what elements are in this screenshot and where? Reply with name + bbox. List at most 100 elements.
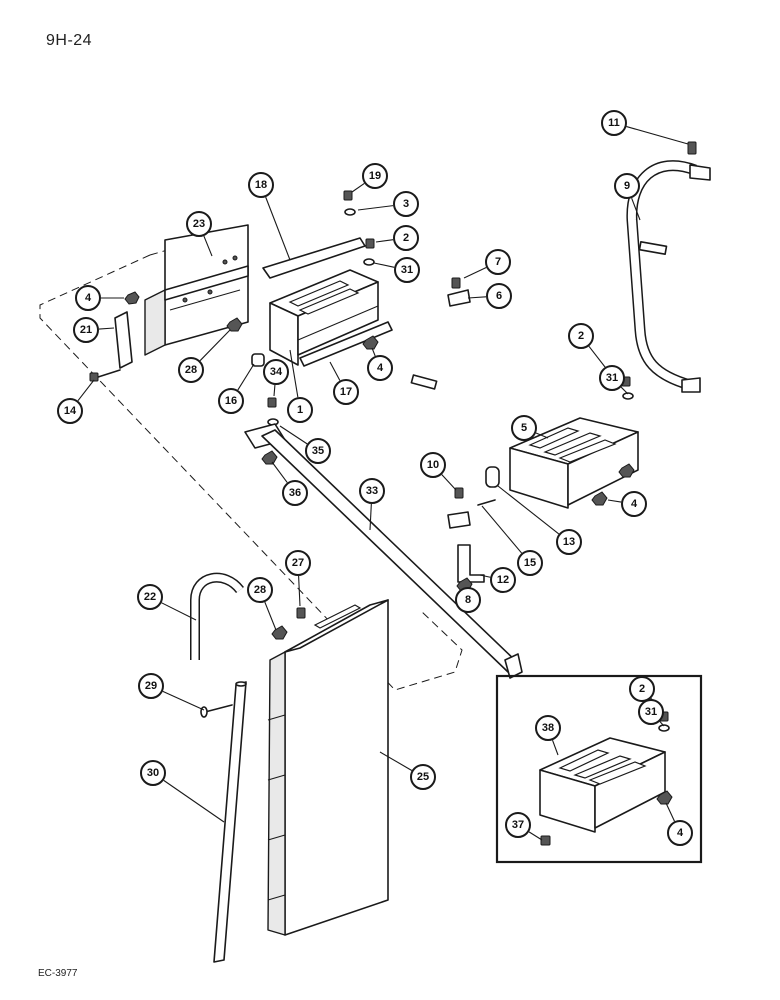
callout-circle-38 — [535, 715, 561, 741]
callout-circle-1 — [287, 397, 313, 423]
callout-circle-4 — [75, 285, 101, 311]
callout-circle-17 — [333, 379, 359, 405]
leader-line-16 — [237, 363, 255, 391]
callout-label-16: 16 — [225, 395, 237, 407]
leader-line-27 — [298, 575, 301, 607]
leader-lines — [77, 126, 689, 841]
leader-line-21 — [98, 327, 115, 330]
leader-line-5 — [535, 432, 549, 439]
callout-label-10: 10 — [427, 459, 439, 471]
leader-line-29 — [162, 690, 205, 711]
callout-label-29: 29 — [145, 680, 157, 692]
callout-circle-6 — [486, 283, 512, 309]
callout-4: 4 — [367, 355, 393, 381]
mounting-bracket-23 — [144, 224, 249, 356]
callout-circle-31 — [638, 699, 664, 725]
callout-29: 29 — [138, 673, 164, 699]
nut-4-left — [124, 291, 140, 305]
callout-label-25: 25 — [417, 771, 429, 783]
ladder-panel-25 — [267, 599, 389, 936]
callout-18: 18 — [248, 172, 274, 198]
step-box-1 — [269, 269, 379, 366]
callout-22: 22 — [137, 584, 163, 610]
callout-31: 31 — [599, 365, 625, 391]
inset-frame — [495, 674, 703, 864]
nut-4-mid — [362, 335, 379, 350]
callout-circle-8 — [455, 587, 481, 613]
step-box-38 — [539, 737, 666, 833]
leader-line-22 — [161, 602, 197, 621]
tube-30 — [213, 681, 247, 963]
step-box-5 — [509, 417, 639, 509]
callout-label-37: 37 — [512, 819, 524, 831]
callout-2: 2 — [629, 676, 655, 702]
callout-label-6: 6 — [496, 290, 502, 302]
callout-label-31: 31 — [645, 706, 657, 718]
callout-2: 2 — [568, 323, 594, 349]
leader-line-30 — [163, 779, 225, 823]
leader-line-34 — [273, 384, 276, 397]
callout-30: 30 — [140, 760, 166, 786]
callout-circle-12 — [490, 567, 516, 593]
leader-line-6 — [467, 296, 487, 299]
callout-6: 6 — [486, 283, 512, 309]
callout-4: 4 — [667, 820, 693, 846]
callout-circle-7 — [485, 249, 511, 275]
leader-line-7 — [463, 267, 487, 279]
callout-circle-34 — [263, 359, 289, 385]
clip-13 — [485, 466, 500, 488]
callout-circle-18 — [248, 172, 274, 198]
callout-label-2: 2 — [403, 232, 409, 244]
callout-17: 17 — [333, 379, 359, 405]
leader-line-1 — [289, 349, 299, 398]
leader-line-4 — [607, 499, 622, 503]
leader-line-25 — [379, 751, 413, 771]
callout-circle-30 — [140, 760, 166, 786]
leader-line-14 — [77, 379, 95, 402]
callout-label-2: 2 — [578, 330, 584, 342]
callout-circle-4 — [367, 355, 393, 381]
leader-line-15 — [481, 505, 523, 554]
callout-circle-19 — [362, 163, 388, 189]
leader-line-11 — [626, 126, 689, 145]
nut-4-inset — [656, 790, 673, 805]
washer-31-inset — [658, 724, 670, 732]
callout-circle-23 — [186, 211, 212, 237]
page-number: 9H-24 — [46, 32, 93, 49]
callout-label-35: 35 — [312, 445, 324, 457]
spacer-16 — [251, 353, 265, 367]
callout-2: 2 — [393, 225, 419, 251]
assembly-outline — [39, 254, 463, 691]
callout-circle-28 — [178, 357, 204, 383]
callout-28: 28 — [178, 357, 204, 383]
callout-label-1: 1 — [297, 404, 303, 416]
callout-label-33: 33 — [366, 485, 378, 497]
callout-38: 38 — [535, 715, 561, 741]
callout-label-13: 13 — [563, 536, 575, 548]
callout-label-17: 17 — [340, 386, 352, 398]
callout-7: 7 — [485, 249, 511, 275]
hook-22 — [190, 572, 244, 660]
grab-handle-6 — [396, 289, 471, 529]
callout-circle-3 — [393, 191, 419, 217]
callout-circle-15 — [517, 550, 543, 576]
callout-4: 4 — [621, 491, 647, 517]
leader-line-2 — [375, 239, 394, 243]
callout-circle-25 — [410, 764, 436, 790]
leader-line-31 — [620, 386, 629, 395]
callout-8: 8 — [455, 587, 481, 613]
callout-circle-28 — [247, 577, 273, 603]
bolt-15 — [477, 499, 496, 506]
callout-label-34: 34 — [270, 366, 283, 378]
callout-circle-21 — [73, 317, 99, 343]
callout-circle-9 — [614, 173, 640, 199]
callout-circle-33 — [359, 478, 385, 504]
callout-label-8: 8 — [465, 594, 471, 606]
callout-37: 37 — [505, 812, 531, 838]
callout-14: 14 — [57, 398, 83, 424]
leader-line-23 — [203, 235, 213, 257]
bracket-12 — [457, 544, 485, 583]
callout-label-28: 28 — [185, 364, 197, 376]
callout-label-4: 4 — [85, 292, 92, 304]
